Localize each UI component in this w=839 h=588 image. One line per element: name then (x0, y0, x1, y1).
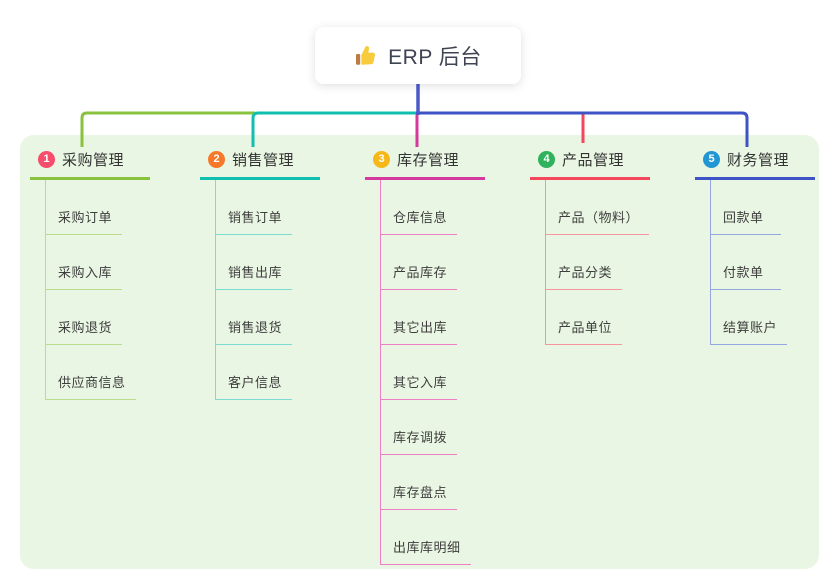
node-child[interactable]: 销售退货 (216, 290, 293, 345)
node-child[interactable]: 仓库信息 (381, 180, 458, 235)
branch-children: 销售订单 销售出库 销售退货 客户信息 (215, 180, 320, 400)
node-child[interactable]: 出库库明细 (381, 510, 471, 565)
node-child[interactable]: 供应商信息 (46, 345, 136, 400)
node-child[interactable]: 采购入库 (46, 235, 123, 290)
branch-title-finance[interactable]: 5 财务管理 (695, 147, 815, 180)
branch-title-product[interactable]: 4 产品管理 (530, 147, 650, 180)
branch-children: 产品（物料） 产品分类 产品单位 (545, 180, 650, 345)
branch-title-label: 财务管理 (727, 152, 790, 169)
badge-1: 1 (38, 151, 55, 168)
node-child[interactable]: 采购订单 (46, 180, 123, 235)
node-child[interactable]: 客户信息 (216, 345, 293, 400)
node-child[interactable]: 库存调拨 (381, 400, 458, 455)
branch-sales: 2 销售管理 销售订单 销售出库 销售退货 客户信息 (200, 147, 320, 400)
node-child[interactable]: 销售订单 (216, 180, 293, 235)
branch-title-sales[interactable]: 2 销售管理 (200, 147, 320, 180)
node-child[interactable]: 付款单 (711, 235, 781, 290)
branch-title-label: 产品管理 (562, 152, 625, 169)
branch-product: 4 产品管理 产品（物料） 产品分类 产品单位 (530, 147, 650, 345)
badge-5: 5 (703, 151, 720, 168)
root-node-label: ERP 后台 (388, 45, 482, 69)
branch-inventory: 3 库存管理 仓库信息 产品库存 其它出库 其它入库 库存调拨 库存盘点 出库库… (365, 147, 485, 565)
badge-3: 3 (373, 151, 390, 168)
branch-title-label: 库存管理 (397, 152, 460, 169)
branch-children: 采购订单 采购入库 采购退货 供应商信息 (45, 180, 150, 400)
branch-title-inventory[interactable]: 3 库存管理 (365, 147, 485, 180)
node-child[interactable]: 结算账户 (711, 290, 788, 345)
branch-children: 回款单 付款单 结算账户 (710, 180, 815, 345)
branch-title-purchase[interactable]: 1 采购管理 (30, 147, 150, 180)
node-child[interactable]: 采购退货 (46, 290, 123, 345)
node-child[interactable]: 产品分类 (546, 235, 623, 290)
node-child[interactable]: 库存盘点 (381, 455, 458, 510)
node-child[interactable]: 产品库存 (381, 235, 458, 290)
node-child[interactable]: 产品单位 (546, 290, 623, 345)
thumbs-up-icon (354, 44, 378, 68)
node-child[interactable]: 其它出库 (381, 290, 458, 345)
branch-finance: 5 财务管理 回款单 付款单 结算账户 (695, 147, 815, 345)
node-child[interactable]: 产品（物料） (546, 180, 650, 235)
branch-title-label: 销售管理 (232, 152, 295, 169)
node-child[interactable]: 其它入库 (381, 345, 458, 400)
node-child[interactable]: 销售出库 (216, 235, 293, 290)
branch-children: 仓库信息 产品库存 其它出库 其它入库 库存调拨 库存盘点 出库库明细 (380, 180, 485, 565)
badge-4: 4 (538, 151, 555, 168)
badge-2: 2 (208, 151, 225, 168)
branch-purchase: 1 采购管理 采购订单 采购入库 采购退货 供应商信息 (30, 147, 150, 400)
branch-title-label: 采购管理 (62, 152, 125, 169)
root-node-erp[interactable]: ERP 后台 (315, 27, 521, 84)
node-child[interactable]: 回款单 (711, 180, 781, 235)
mindmap-background-panel (20, 135, 819, 569)
